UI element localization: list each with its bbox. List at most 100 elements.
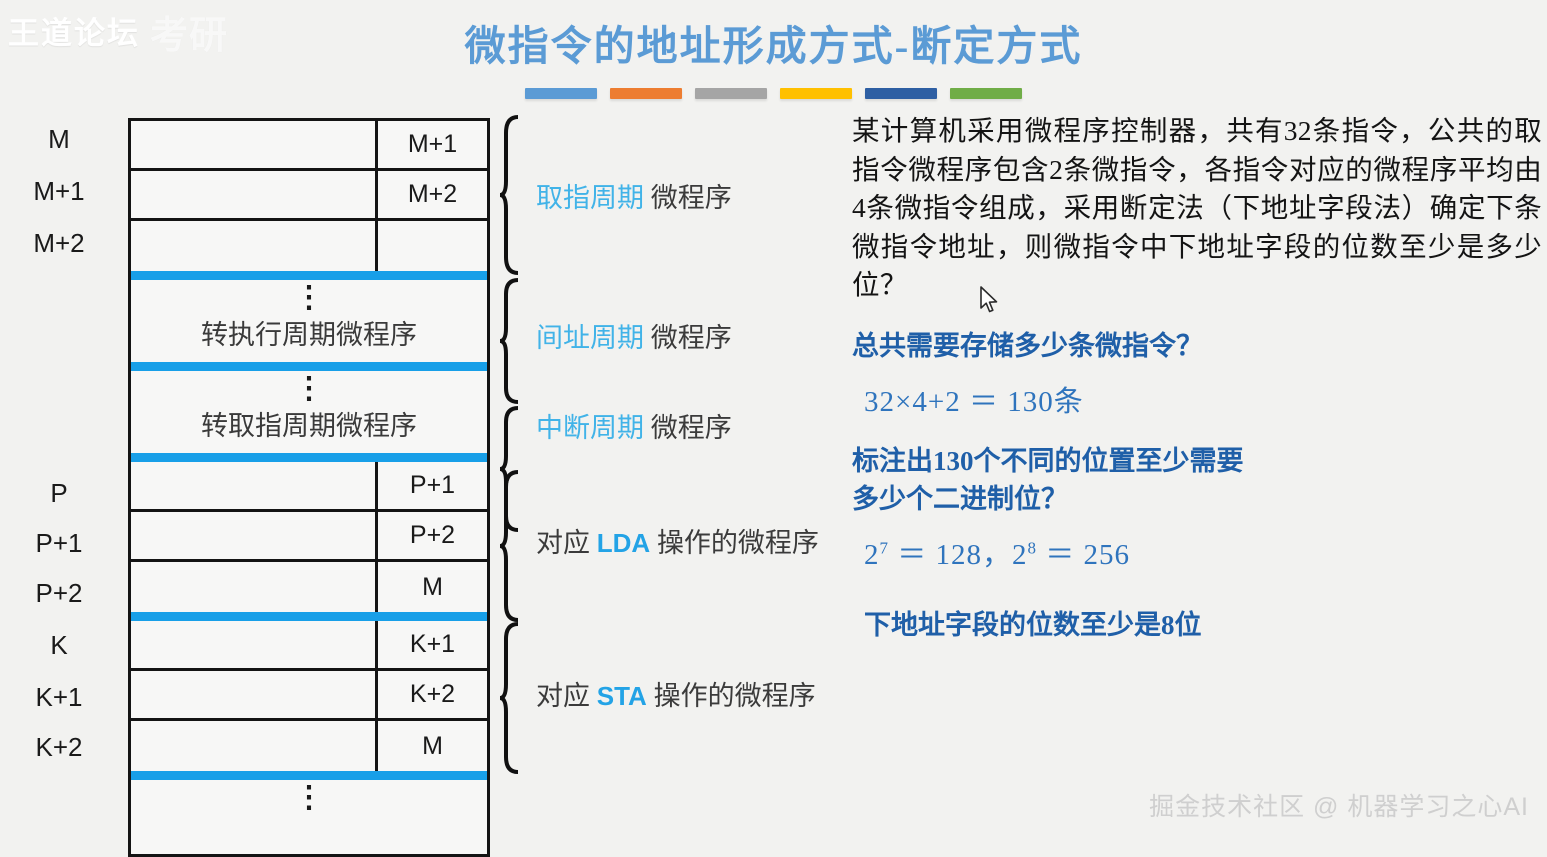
next-address-cell: K+1 [375, 621, 487, 668]
brace-caption-sta: 对应 STA 操作的微程序 [536, 674, 816, 713]
sub-question-1: 总共需要存储多少条微指令？ [852, 330, 1203, 361]
address-label-k1: K+1 [35, 682, 83, 712]
brace-caption-interrupt-cycle: 中断周期 微程序 [536, 406, 732, 445]
watermark-top-left-ghost: 考研 [150, 15, 229, 57]
problem-statement: 某计算机采用微程序控制器，共有32条指令，公共的取指令微程序包含2条微指令，各指… [852, 115, 1542, 300]
power-exponent-a: 7 [879, 538, 889, 558]
address-label-p1: P+1 [35, 528, 83, 558]
next-address-cell [375, 221, 487, 271]
section-separator [131, 771, 487, 780]
address-label-k2: K+2 [35, 732, 83, 762]
microinstruction-cell [131, 171, 375, 218]
watermark-bottom-right: 掘金技术社区 @ 机器学习之心AI [1149, 793, 1529, 821]
vertical-ellipsis-icon: ⋮ [294, 281, 324, 315]
title-accent-bars [0, 88, 1547, 99]
microinstruction-cell [131, 221, 375, 271]
problem-panel: 某计算机采用微程序控制器，共有32条指令，公共的取指令微程序包含2条微指令，各指… [852, 112, 1542, 642]
table-row: M+2 [131, 171, 487, 221]
next-address-cell: K+2 [375, 671, 487, 718]
sub-question-2-line-2: 多少个二进制位？ [852, 484, 1068, 515]
final-answer: 下地址字段的位数至少是8位 [864, 610, 1202, 641]
table-row: K+2 [131, 671, 487, 721]
control-memory-table: M+1 M+2 ⋮ 转执行周期微程序 ⋮ 转取指周期微程序 [128, 118, 490, 857]
brace-caption-highlight: 间址周期 [536, 323, 644, 353]
brace-caption-highlight: 中断周期 [536, 413, 644, 443]
address-label-column: M M+1 M+2 P P+1 P+2 K K+1 K+2 [0, 110, 118, 835]
brace-caption-lda: 对应 LDA 操作的微程序 [536, 521, 819, 560]
brace-caption-highlight: LDA [596, 528, 651, 558]
microinstruction-cell [131, 671, 375, 718]
brace-caption-rest: 微程序 [644, 323, 732, 353]
brace-caption-prefix: 对应 [536, 681, 597, 711]
section-caption [131, 813, 487, 847]
brace-caption-prefix: 对应 [536, 528, 597, 558]
microinstruction-cell [131, 462, 375, 509]
sub-question-2-line-1: 标注出130个不同的位置至少需要 [852, 445, 1244, 476]
next-address-cell: M [375, 721, 487, 771]
microinstruction-cell [131, 121, 375, 168]
next-address-cell: M+2 [375, 171, 487, 218]
address-label-m: M [48, 124, 70, 154]
table-row: M [131, 721, 487, 771]
section-separator [131, 362, 487, 371]
power-base-b: 2 [1012, 539, 1028, 572]
calculation-2: 27 ＝ 128，28 ＝ 256 [852, 531, 1542, 573]
microinstruction-cell [131, 721, 375, 771]
vertical-ellipsis-icon: ⋮ [294, 781, 324, 815]
address-label-p2: P+2 [35, 578, 83, 608]
brace-fetch-cycle [498, 115, 524, 275]
spacer [852, 573, 1542, 603]
section-separator [131, 612, 487, 621]
spacer [852, 305, 1542, 327]
table-row: P+1 [131, 462, 487, 512]
slide-canvas: 王道论坛 考研 掘金技术社区 @ 机器学习之心AI 微指令的地址形成方式-断定方… [0, 15, 1547, 857]
power-value-b: ＝ 256 [1037, 539, 1131, 572]
power-value-a: ＝ 128， [889, 539, 1013, 572]
section-caption: 转取指周期微程序 [201, 411, 417, 441]
brace-sta-microprogram [498, 622, 524, 774]
address-label-p: P [50, 478, 68, 508]
calculation-1: 32×4+2 ＝ 130条 [864, 385, 1084, 418]
spacer [852, 518, 1542, 531]
section-block-tail: ⋮ [131, 780, 487, 854]
table-row: K+1 [131, 621, 487, 671]
microinstruction-cell [131, 621, 375, 668]
accent-bar-2 [610, 88, 682, 99]
section-block-fetch: ⋮ 转取指周期微程序 [131, 371, 487, 453]
section-separator [131, 453, 487, 462]
accent-bar-5 [865, 88, 937, 99]
address-label-k: K [50, 630, 68, 660]
accent-bar-4 [780, 88, 852, 99]
table-row: M [131, 562, 487, 612]
slide-title: 微指令的地址形成方式-断定方式 [464, 23, 1083, 69]
section-separator [131, 271, 487, 280]
vertical-ellipsis-icon: ⋮ [294, 372, 324, 406]
next-address-cell: M [375, 562, 487, 612]
microinstruction-cell [131, 512, 375, 559]
spacer [852, 420, 1542, 442]
table-row [131, 221, 487, 271]
next-address-cell: M+1 [375, 121, 487, 168]
brace-lda-microprogram [498, 470, 524, 622]
brace-caption-highlight: STA [596, 681, 647, 711]
brace-indirect-cycle [498, 278, 524, 404]
watermark-top-left: 王道论坛 [8, 16, 140, 51]
address-label-m1: M+1 [33, 176, 85, 206]
power-exponent-b: 8 [1027, 538, 1038, 558]
spacer [852, 365, 1542, 378]
brace-caption-rest: 微程序 [644, 413, 732, 443]
brace-caption-rest: 操作的微程序 [650, 528, 819, 558]
accent-bar-3 [695, 88, 767, 99]
section-block-execute: ⋮ 转执行周期微程序 [131, 280, 487, 362]
control-memory-diagram: M M+1 M+2 P P+1 P+2 K K+1 K+2 M+1 M+2 [0, 110, 860, 857]
address-label-m2: M+2 [33, 228, 85, 258]
brace-caption-indirect-cycle: 间址周期 微程序 [536, 316, 732, 355]
next-address-cell: P+1 [375, 462, 487, 509]
section-caption: 转执行周期微程序 [201, 320, 417, 350]
brace-caption-highlight: 取指周期 [536, 183, 644, 213]
accent-bar-1 [525, 88, 597, 99]
next-address-cell: P+2 [375, 512, 487, 559]
power-base-a: 2 [864, 539, 880, 572]
table-row: P+2 [131, 512, 487, 562]
microinstruction-cell [131, 562, 375, 612]
